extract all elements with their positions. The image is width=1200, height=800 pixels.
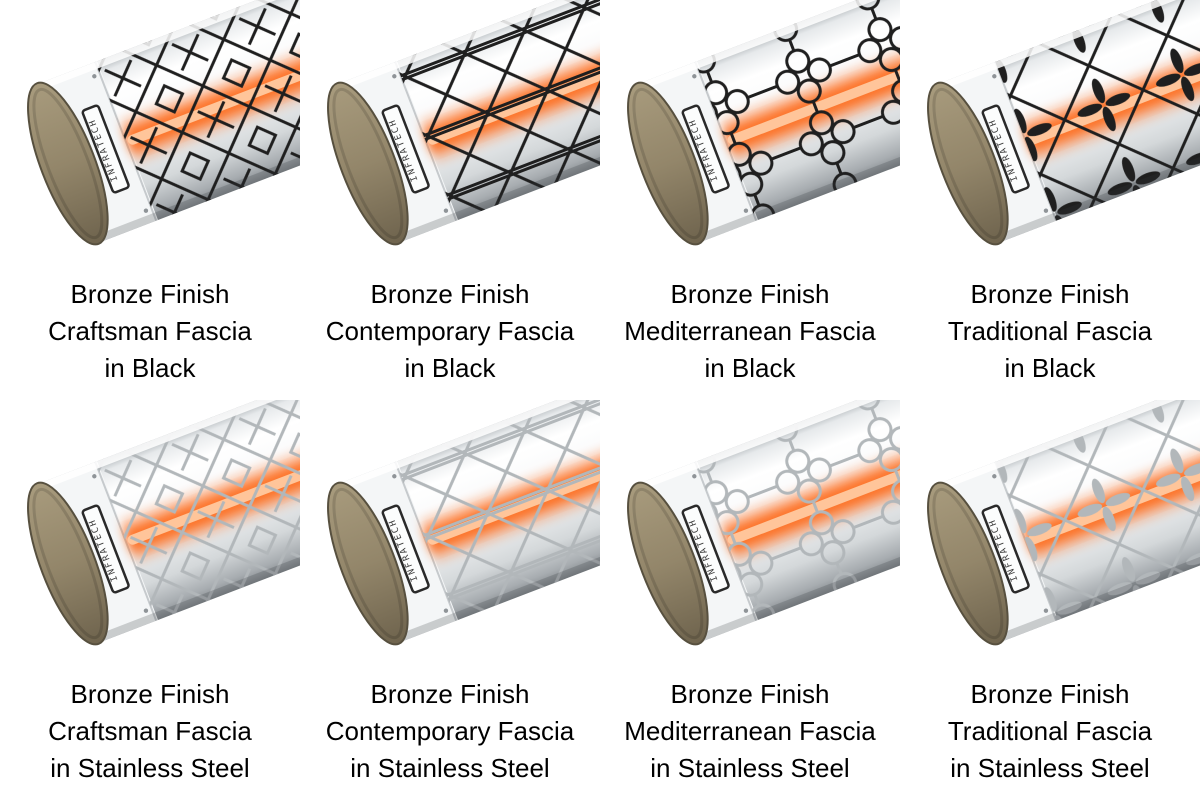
brand-plaque <box>681 104 730 194</box>
screw-icon <box>443 208 449 213</box>
product-caption: Bronze Finish Mediterranean Fascia in Bl… <box>624 276 875 387</box>
product-caption: Bronze Finish Traditional Fascia in Blac… <box>948 276 1152 387</box>
caption-line: Traditional Fascia <box>947 716 1153 746</box>
brand-plaque <box>981 504 1030 594</box>
heater-photo-contemporary-black: INFRATECH <box>327 0 600 246</box>
caption-line: in Stainless Steel <box>350 753 550 783</box>
bronze-endcap <box>627 81 709 246</box>
product-caption: Bronze Finish Mediterranean Fascia in St… <box>624 676 875 787</box>
product-card-traditional-black[interactable]: INFRATECH Bronze Finish Traditional Fasc… <box>900 0 1200 400</box>
caption-line: in Stainless Steel <box>50 753 250 783</box>
product-caption: Bronze Finish Traditional Fascia in Stai… <box>948 676 1152 787</box>
caption-line: Bronze Finish <box>670 679 830 709</box>
fascia-pattern-craftsman <box>95 400 300 621</box>
caption-line: in Black <box>1004 353 1096 383</box>
caption-line: in Black <box>104 353 196 383</box>
caption-line: Bronze Finish <box>370 279 530 309</box>
screw-icon <box>143 608 149 613</box>
caption-line: Bronze Finish <box>970 679 1130 709</box>
caption-line: Mediterranean Fascia <box>624 716 876 746</box>
fascia-pattern-mediterranean <box>695 400 900 621</box>
screw-icon <box>92 74 97 79</box>
fascia-pattern-traditional <box>995 400 1200 621</box>
heater-photo-traditional-stainless: INFRATECH <box>927 400 1200 646</box>
fascia-pattern-craftsman <box>95 0 300 221</box>
heater-photo-craftsman-black: INFRATECH <box>27 0 300 246</box>
caption-line: Bronze Finish <box>370 679 530 709</box>
fascia-pattern-contemporary <box>395 0 600 221</box>
product-image[interactable]: INFRATECH <box>900 400 1200 664</box>
product-image[interactable]: INFRATECH <box>0 400 300 664</box>
bronze-endcap <box>27 481 109 646</box>
product-card-mediterranean-black[interactable]: INFRATECH Bronze Finish Mediterranean Fa… <box>600 0 900 400</box>
product-caption: Bronze Finish Craftsman Fascia in Stainl… <box>48 676 252 787</box>
product-caption: Bronze Finish Craftsman Fascia in Black <box>48 276 252 387</box>
caption-line: in Stainless Steel <box>650 753 850 783</box>
bronze-endcap <box>927 81 1009 246</box>
screw-icon <box>143 208 149 213</box>
caption-line: Mediterranean Fascia <box>624 316 876 346</box>
screw-icon <box>743 608 749 613</box>
brand-plaque <box>81 104 130 194</box>
screw-icon <box>692 474 697 479</box>
fascia-pattern-traditional <box>995 0 1200 221</box>
heater-photo-mediterranean-black: INFRATECH <box>627 0 900 246</box>
product-card-contemporary-black[interactable]: INFRATECH Bronze Finish Contemporary Fas… <box>300 0 600 400</box>
bronze-endcap <box>927 481 1009 646</box>
bronze-endcap <box>327 481 409 646</box>
caption-line: Craftsman Fascia <box>48 316 252 346</box>
screw-icon <box>692 74 697 79</box>
product-image[interactable]: INFRATECH <box>300 400 600 664</box>
bronze-endcap <box>627 481 709 646</box>
caption-line: Bronze Finish <box>670 279 830 309</box>
product-image[interactable]: INFRATECH <box>300 0 600 264</box>
caption-line: in Black <box>404 353 496 383</box>
screw-icon <box>1043 208 1049 213</box>
screw-icon <box>992 474 997 479</box>
screw-icon <box>392 74 397 79</box>
fascia-pattern-contemporary <box>395 400 600 621</box>
product-card-contemporary-stainless[interactable]: INFRATECH Bronze Finish Contemporary Fas… <box>300 400 600 800</box>
caption-line: Contemporary Fascia <box>325 716 575 746</box>
caption-line: Bronze Finish <box>70 679 230 709</box>
heater-photo-mediterranean-stainless: INFRATECH <box>627 400 900 646</box>
caption-line: Contemporary Fascia <box>325 316 575 346</box>
caption-line: Bronze Finish <box>970 279 1130 309</box>
heater-photo-contemporary-stainless: INFRATECH <box>327 400 600 646</box>
brand-plaque <box>381 504 430 594</box>
caption-line: Craftsman Fascia <box>48 716 252 746</box>
screw-icon <box>992 74 997 79</box>
product-card-traditional-stainless[interactable]: INFRATECH Bronze Finish Traditional Fasc… <box>900 400 1200 800</box>
caption-line: Bronze Finish <box>70 279 230 309</box>
product-card-craftsman-black[interactable]: INFRATECH Bronze Finish Craftsman Fascia… <box>0 0 300 400</box>
screw-icon <box>743 208 749 213</box>
screw-icon <box>443 608 449 613</box>
product-image[interactable]: INFRATECH <box>600 400 900 664</box>
brand-plaque <box>381 104 430 194</box>
fascia-pattern-mediterranean <box>695 0 900 221</box>
caption-line: in Black <box>704 353 796 383</box>
product-image[interactable]: INFRATECH <box>0 0 300 264</box>
brand-plaque <box>81 504 130 594</box>
product-image[interactable]: INFRATECH <box>900 0 1200 264</box>
screw-icon <box>92 474 97 479</box>
product-caption: Bronze Finish Contemporary Fascia in Bla… <box>326 276 575 387</box>
product-caption: Bronze Finish Contemporary Fascia in Sta… <box>326 676 575 787</box>
caption-line: Traditional Fascia <box>947 316 1153 346</box>
bronze-endcap <box>27 81 109 246</box>
bronze-endcap <box>327 81 409 246</box>
heater-photo-traditional-black: INFRATECH <box>927 0 1200 246</box>
screw-icon <box>392 474 397 479</box>
product-card-craftsman-stainless[interactable]: INFRATECH Bronze Finish Craftsman Fascia… <box>0 400 300 800</box>
brand-plaque <box>681 504 730 594</box>
screw-icon <box>1043 608 1049 613</box>
product-image[interactable]: INFRATECH <box>600 0 900 264</box>
caption-line: in Stainless Steel <box>950 753 1150 783</box>
product-card-mediterranean-stainless[interactable]: INFRATECH Bronze Finish Mediterranean Fa… <box>600 400 900 800</box>
brand-plaque <box>981 104 1030 194</box>
heater-photo-craftsman-stainless: INFRATECH <box>27 400 300 646</box>
